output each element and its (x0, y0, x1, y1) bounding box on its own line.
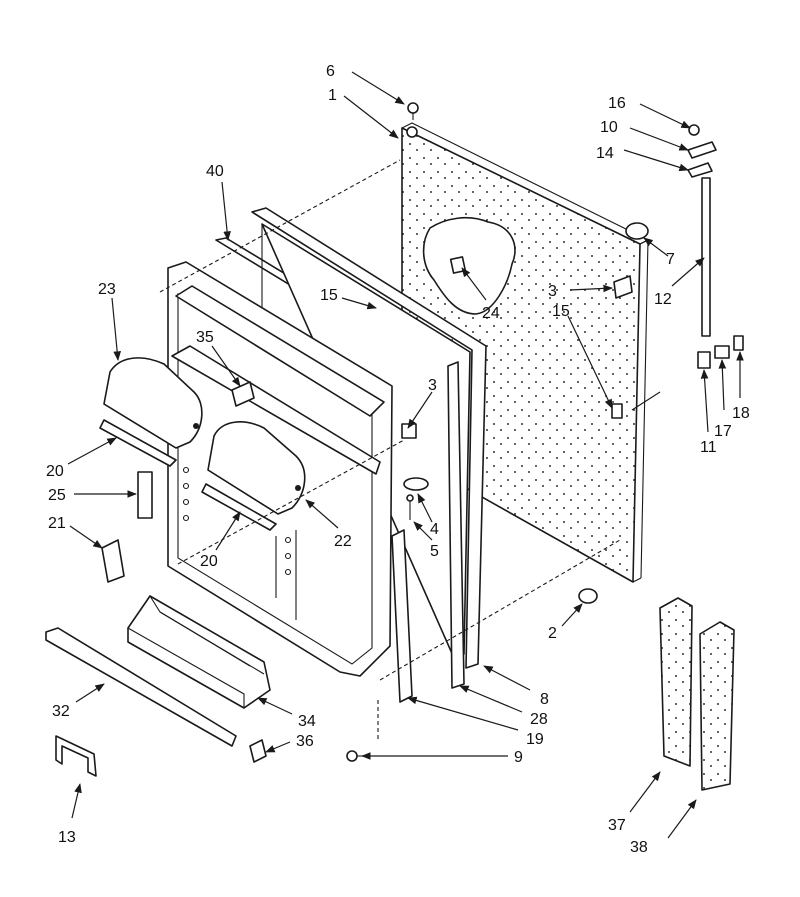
callout-36: 36 (296, 733, 314, 750)
callout-34: 34 (298, 713, 316, 730)
callout-40: 40 (206, 163, 224, 180)
callout-25: 25 (48, 487, 66, 504)
callout-18: 18 (732, 405, 750, 422)
callout-15: 15 (320, 287, 338, 304)
callout-labels: 6 1 16 10 14 40 7 12 23 15 24 3 15 35 3 … (46, 63, 750, 856)
callout-28: 28 (530, 711, 548, 728)
callout-38: 38 (630, 839, 648, 856)
callout-12: 12 (654, 291, 672, 308)
callout-2: 2 (548, 625, 557, 642)
door-bottom-cap (578, 588, 598, 604)
callout-20-lower: 20 (200, 553, 218, 570)
callout-35: 35 (196, 329, 214, 346)
callout-17: 17 (714, 423, 732, 440)
retainer-clip (55, 735, 97, 777)
bottom-trim-strip (45, 627, 237, 747)
callout-23: 23 (98, 281, 116, 298)
hinge-bushing (403, 477, 429, 520)
callout-22: 22 (334, 533, 352, 550)
callout-15-right: 15 (552, 303, 570, 320)
callout-4: 4 (430, 521, 439, 538)
callout-5: 5 (430, 543, 439, 560)
insulation-bracket (449, 256, 467, 274)
door-stop-rod (701, 177, 711, 337)
callout-1: 1 (328, 87, 337, 104)
callout-3-lower: 3 (428, 377, 437, 394)
side-trim (391, 529, 413, 703)
callout-19: 19 (526, 731, 544, 748)
trim-end-cap (249, 739, 267, 763)
callout-24: 24 (482, 305, 500, 322)
vertical-strip (447, 361, 465, 689)
callout-32: 32 (52, 703, 70, 720)
callout-10: 10 (600, 119, 618, 136)
callout-9: 9 (514, 749, 523, 766)
callout-6: 6 (326, 63, 335, 80)
lower-bin-door (201, 421, 306, 531)
callout-7: 7 (666, 251, 675, 268)
callout-11: 11 (700, 439, 717, 456)
door-top-screw (407, 102, 419, 120)
bin-hinge (137, 471, 153, 519)
callout-21: 21 (48, 515, 66, 532)
callout-16: 16 (608, 95, 626, 112)
shelf-clip (231, 381, 255, 407)
top-hinge-parts (687, 124, 717, 178)
callout-3-upper: 3 (548, 283, 557, 300)
upper-bin-door (99, 357, 203, 467)
foam-panel-right (699, 621, 735, 791)
callout-20-upper: 20 (46, 463, 64, 480)
hole-plug (625, 222, 649, 240)
callout-14: 14 (596, 145, 614, 162)
foam-panel-left (659, 597, 693, 767)
hinge-brackets-right (611, 275, 661, 419)
leader-lines (67, 71, 744, 839)
callout-37: 37 (608, 817, 626, 834)
callout-13: 13 (58, 829, 76, 846)
lower-hinge-pieces (697, 335, 744, 369)
bottom-door-bin (127, 595, 271, 709)
callout-8: 8 (540, 691, 549, 708)
small-bracket (101, 539, 125, 583)
